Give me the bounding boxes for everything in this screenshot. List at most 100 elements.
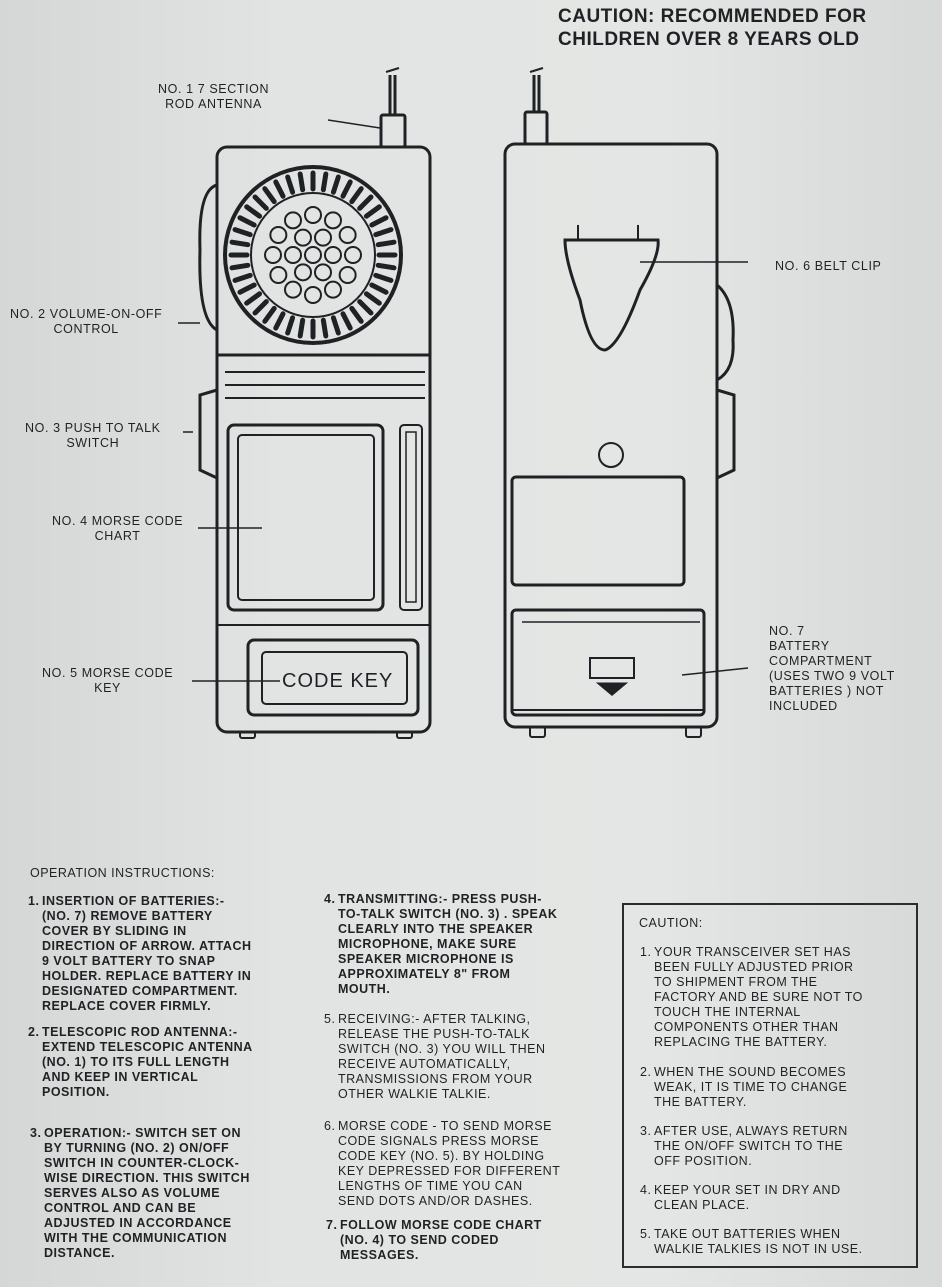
speaker-slot: [252, 299, 269, 316]
speaker-slot: [232, 272, 253, 283]
speaker-slot: [229, 239, 251, 248]
speaker-hole: [338, 226, 357, 244]
item-number: 1.: [28, 894, 40, 908]
speaker-slot: [375, 239, 397, 248]
speaker-hole: [304, 286, 322, 304]
speaker-slot: [320, 171, 329, 193]
speaker-hole: [324, 280, 342, 299]
speaker-slot: [373, 272, 394, 283]
walkie-talkie-diagram: CODE KEY: [178, 67, 749, 739]
ptt-switch: [198, 388, 218, 480]
item-number: 2.: [640, 1065, 652, 1079]
item-text: WHEN THE SOUND BECOMES WEAK, IT IS TIME …: [654, 1065, 848, 1109]
operation-item-5: 5.RECEIVING:- AFTER TALKING, RELEASE THE…: [324, 1012, 546, 1102]
speaker-grille: [223, 165, 403, 345]
battery-compartment: [510, 608, 706, 717]
speaker-slot: [262, 305, 277, 324]
speaker-hole: [269, 226, 288, 244]
label-volume: NO. 2 VOLUME-ON-OFF CONTROL: [10, 307, 163, 336]
item-text: YOUR TRANSCEIVER SET HAS BEEN FULLY ADJU…: [654, 945, 863, 1049]
age-caution-heading: CAUTION: RECOMMENDED FOR CHILDREN OVER 8…: [558, 6, 867, 50]
speaker-slot: [237, 215, 257, 228]
speaker-hole: [314, 228, 332, 247]
label-morse-key: NO. 5 MORSE CODE KEY: [42, 666, 174, 695]
speaker-slot: [285, 174, 296, 195]
speaker-slot: [237, 282, 257, 295]
speaker-hole: [324, 246, 342, 264]
speaker-hole: [324, 211, 342, 230]
item-number: 7.: [326, 1218, 338, 1232]
item-number: 3.: [30, 1126, 42, 1140]
label-ptt: NO. 3 PUSH TO TALK SWITCH: [25, 421, 161, 450]
operation-item-7: 7.FOLLOW MORSE CODE CHART (NO. 4) TO SEN…: [326, 1218, 542, 1263]
speaker-hole: [294, 228, 312, 247]
speaker-slot: [252, 194, 269, 211]
caution-item-5: 5.TAKE OUT BATTERIES WHEN WALKIE TALKIES…: [640, 1227, 863, 1257]
item-number: 3.: [640, 1124, 652, 1138]
caution-item-4: 4.KEEP YOUR SET IN DRY AND CLEAN PLACE.: [640, 1183, 841, 1213]
label-morse-chart: NO. 4 MORSE CODE CHART: [52, 514, 184, 543]
speaker-slot: [229, 262, 251, 271]
item-text: OPERATION:- SWITCH SET ON BY TURNING (NO…: [44, 1126, 250, 1260]
speaker-slot: [369, 282, 389, 295]
morse-chart-frame: [226, 423, 385, 612]
front-walkie-talkie: [198, 67, 432, 739]
operation-item-6: 6.MORSE CODE - TO SEND MORSE CODE SIGNAL…: [324, 1119, 560, 1209]
caution-item-1: 1.YOUR TRANSCEIVER SET HAS BEEN FULLY AD…: [640, 945, 863, 1050]
item-number: 4.: [640, 1183, 652, 1197]
item-text: TAKE OUT BATTERIES WHEN WALKIE TALKIES I…: [654, 1227, 863, 1256]
item-text: KEEP YOUR SET IN DRY AND CLEAN PLACE.: [654, 1183, 841, 1212]
operation-item-1: 1.INSERTION OF BATTERIES:- (NO. 7) REMOV…: [28, 894, 252, 1014]
belt-clip-icon: [563, 238, 660, 352]
antenna-icon: [379, 67, 407, 149]
speaker-hole: [344, 246, 362, 264]
speaker-hole: [284, 246, 302, 264]
speaker-slot: [340, 179, 353, 199]
speaker-hole: [304, 206, 322, 224]
callout-lines: [178, 119, 749, 682]
speaker-slot: [244, 204, 263, 219]
code-key-label: CODE KEY: [282, 670, 393, 692]
speaker-slot: [297, 171, 306, 193]
speaker-slot: [363, 204, 382, 219]
item-number: 2.: [28, 1025, 40, 1039]
label-antenna: NO. 1 7 SECTION ROD ANTENNA: [158, 82, 270, 111]
item-number: 6.: [324, 1119, 336, 1133]
item-text: AFTER USE, ALWAYS RETURN THE ON/OFF SWIT…: [654, 1124, 848, 1168]
speaker-slot: [232, 227, 253, 238]
label-battery: NO. 7 BATTERY COMPARTMENT (USES TWO 9 VO…: [769, 624, 895, 713]
speaker-slot: [285, 315, 296, 336]
speaker-slot: [349, 186, 364, 205]
speaker-slot: [244, 291, 263, 306]
item-text: TELESCOPIC ROD ANTENNA:- EXTEND TELESCOP…: [42, 1025, 253, 1099]
speaker-slot: [320, 317, 329, 339]
speaker-slot: [369, 215, 389, 228]
operation-title: OPERATION INSTRUCTIONS:: [30, 866, 215, 880]
caution-item-2: 2.WHEN THE SOUND BECOMES WEAK, IT IS TIM…: [640, 1065, 847, 1110]
speaker-hole: [294, 263, 312, 282]
speaker-slot: [297, 317, 306, 339]
speaker-slot: [357, 299, 374, 316]
item-number: 4.: [324, 892, 336, 906]
caution-box: CAUTION: 1.YOUR TRANSCEIVER SET HAS BEEN…: [622, 903, 918, 1268]
speaker-hole: [269, 266, 288, 284]
item-text: TRANSMITTING:- PRESS PUSH- TO-TALK SWITC…: [338, 892, 558, 996]
speaker-slot: [262, 186, 277, 205]
caution-item-3: 3.AFTER USE, ALWAYS RETURN THE ON/OFF SW…: [640, 1124, 848, 1169]
caution-title: CAUTION:: [639, 916, 703, 930]
speaker-slot: [373, 227, 394, 238]
item-text: MORSE CODE - TO SEND MORSE CODE SIGNALS …: [338, 1119, 561, 1208]
speaker-hole: [338, 266, 357, 284]
code-key-button: [246, 638, 420, 717]
operation-item-4: 4.TRANSMITTING:- PRESS PUSH- TO-TALK SWI…: [324, 892, 557, 997]
speaker-hole: [284, 280, 302, 299]
speaker-slot: [375, 262, 397, 271]
item-number: 5.: [324, 1012, 336, 1026]
operation-item-2: 2.TELESCOPIC ROD ANTENNA:- EXTEND TELESC…: [28, 1025, 253, 1100]
speaker-hole: [264, 246, 282, 264]
item-text: INSERTION OF BATTERIES:- (NO. 7) REMOVE …: [42, 894, 252, 1013]
speaker-slot: [363, 291, 382, 306]
item-number: 5.: [640, 1227, 652, 1241]
speaker-hole: [314, 263, 332, 282]
item-text: FOLLOW MORSE CODE CHART (NO. 4) TO SEND …: [340, 1218, 542, 1262]
